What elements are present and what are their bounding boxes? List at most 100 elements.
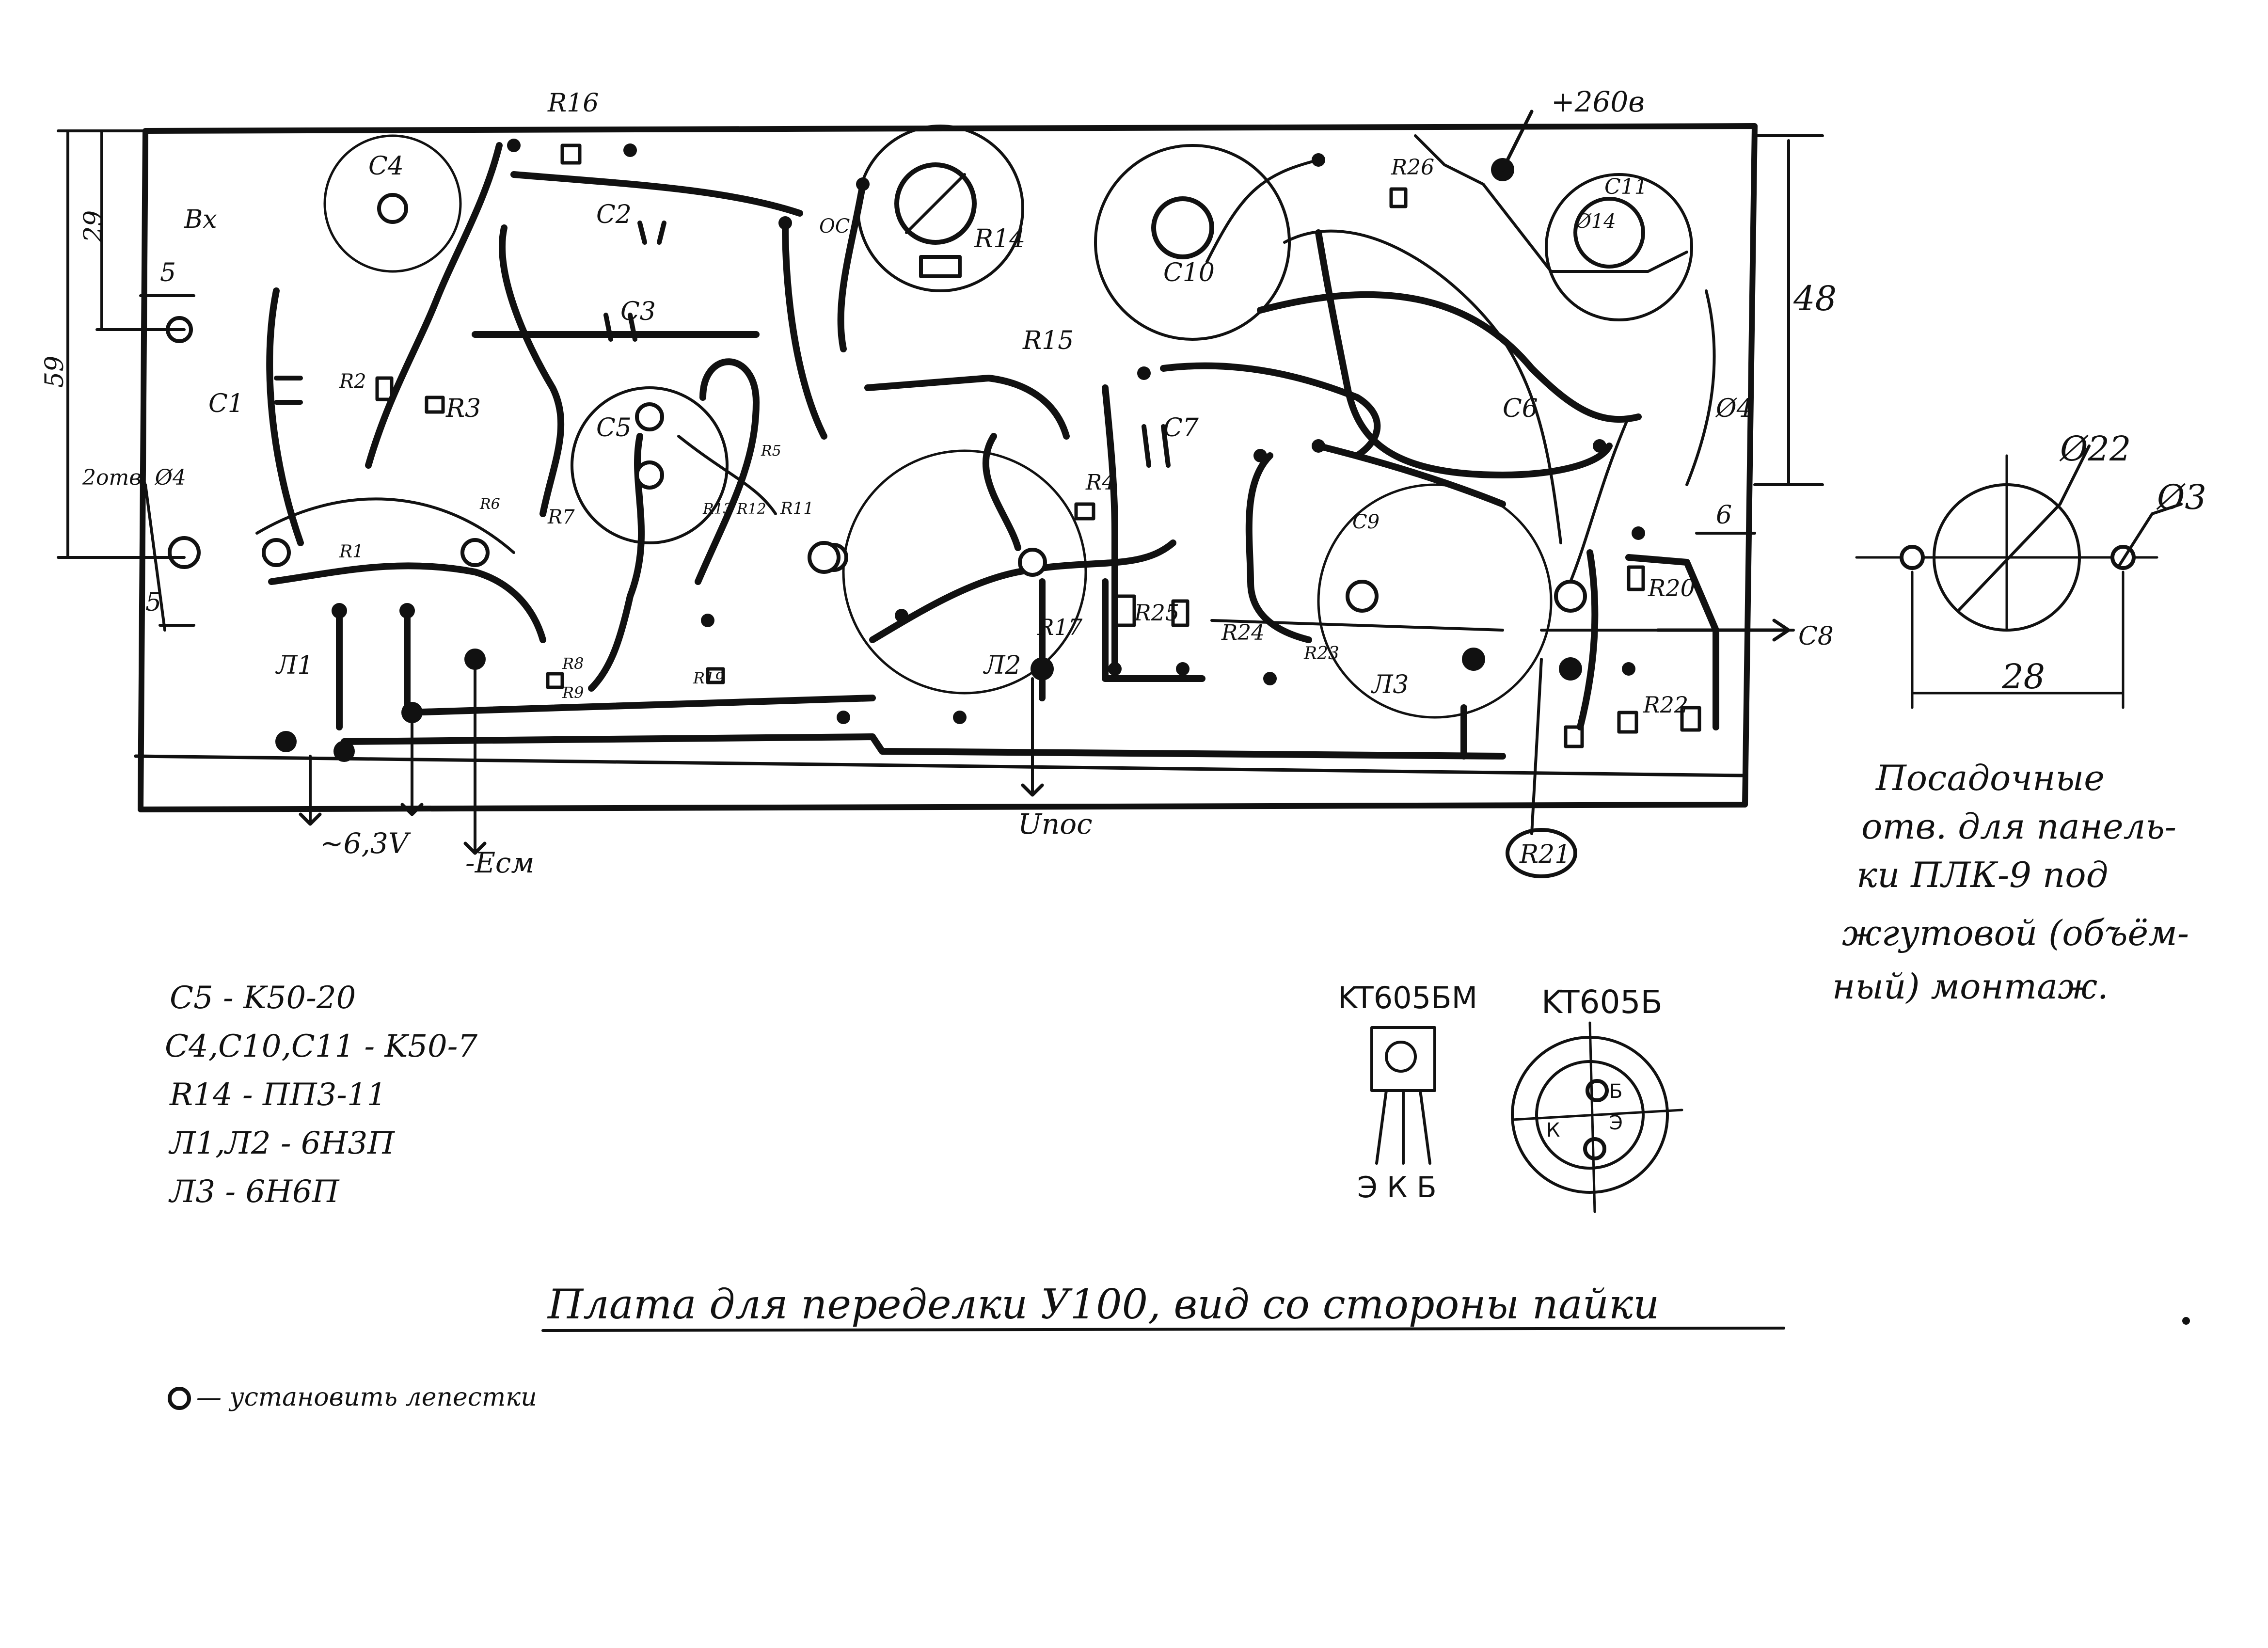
label-r1: R1 — [339, 542, 364, 562]
label-l3: Л3 — [1370, 670, 1409, 699]
parts-line: C5 - K50-20 — [170, 980, 356, 1016]
legend-symbol-icon — [168, 1387, 191, 1410]
label-c7: C7 — [1163, 413, 1199, 443]
label-r23: R23 — [1303, 644, 1339, 664]
capacitor-c11 — [1545, 173, 1693, 321]
label-r9: R9 — [562, 683, 584, 702]
label-oc: ОС — [819, 215, 850, 238]
jumper-wires — [309, 134, 1716, 855]
label-c6: C6 — [1503, 394, 1538, 423]
label-pin-e: Э — [1609, 1112, 1623, 1134]
mounting-hole-drawing — [1855, 444, 2183, 709]
dim-d4-right: Ø4 — [1715, 394, 1753, 423]
transistor-kt605bm — [1370, 1026, 1436, 1165]
label-pin-b: Б — [1609, 1080, 1622, 1103]
note-line: ный) монтаж. — [1832, 966, 2109, 1007]
terminal-arrows — [299, 110, 1791, 855]
label-vx: Вх — [184, 205, 217, 234]
parts-line: Л3 - 6Н6П — [168, 1174, 340, 1210]
label-c2: C2 — [596, 200, 632, 229]
label-r13: R13 — [702, 501, 732, 518]
label-r16: R16 — [547, 89, 599, 118]
label-c5: C5 — [596, 413, 632, 443]
label-l2: Л2 — [983, 651, 1021, 680]
label-plus260: +260в — [1551, 85, 1645, 118]
label-pin-k: К — [1546, 1119, 1560, 1141]
mount-hole-labels: Ø22 Ø3 28 — [2001, 429, 2206, 697]
label-c4: C4 — [368, 152, 404, 181]
drawing-title: Плата для переделки У100, вид со стороны… — [547, 1281, 1659, 1328]
label-r12: R12 — [736, 501, 766, 518]
terminal-labels: +260в ~6,3V -Eсм Uпос ОС — [320, 85, 1645, 879]
label-heater: ~6,3V — [320, 827, 411, 860]
label-c8: C8 — [1798, 622, 1834, 651]
label-r22: R22 — [1643, 692, 1688, 718]
note-line: отв. для панель- — [1861, 806, 2176, 847]
label-bias: -Eсм — [465, 846, 535, 879]
tube-socket-l2 — [819, 449, 1087, 695]
label-pins-bm: Э К Б — [1357, 1171, 1437, 1204]
note-line: Посадочные — [1875, 758, 2105, 798]
label-r7: R7 — [547, 506, 575, 528]
capacitor-c10 — [1094, 144, 1291, 341]
label-c10: C10 — [1163, 258, 1215, 287]
dim-29: 29 — [79, 210, 108, 243]
transistor-labels: KT605БМ KT605Б Э К Б Б Э К — [1338, 980, 1663, 1204]
label-c11: C11 — [1604, 174, 1648, 199]
label-c3: C3 — [620, 297, 656, 326]
note-line: ки ПЛК-9 под — [1856, 855, 2108, 895]
label-r24: R24 — [1221, 620, 1265, 645]
board-outline — [134, 123, 1758, 812]
label-r11: R11 — [780, 499, 814, 518]
dim-59: 59 — [40, 356, 69, 388]
dim-5-bottom: 5 — [145, 588, 161, 617]
label-r17: R17 — [1037, 614, 1083, 640]
dim-holes-left: 2отв. Ø4 — [82, 465, 186, 490]
label-d3: Ø3 — [2156, 477, 2206, 517]
label-r21: R21 — [1519, 840, 1570, 869]
label-r15: R15 — [1022, 326, 1074, 355]
dim-48: 48 — [1793, 279, 1837, 318]
dim-d14: Ø14 — [1575, 210, 1616, 233]
label-r14: R14 — [974, 224, 1025, 254]
parts-list: C5 - K50-20 C4,C10,C11 - K50-7 R14 - ПП3… — [165, 980, 477, 1210]
parts-line: R14 - ПП3-11 — [169, 1077, 386, 1113]
label-c9: C9 — [1352, 511, 1380, 533]
label-c1: C1 — [208, 389, 244, 418]
solder-pads — [166, 139, 1645, 762]
component-bodies — [274, 143, 1701, 748]
label-r5: R5 — [761, 443, 781, 460]
legend-text: — установить лепестки — [196, 1383, 537, 1412]
label-r20: R20 — [1648, 575, 1695, 602]
label-r4: R4 — [1085, 470, 1115, 495]
trimmer-r14 — [856, 125, 1024, 292]
label-kt605bm: KT605БМ — [1338, 980, 1477, 1015]
dimension-labels: 29 59 5 5 48 6 2отв. Ø4 Ø4 Ø14 — [40, 210, 1837, 617]
capacitor-c4 — [323, 134, 462, 273]
label-r25: R25 — [1134, 600, 1179, 626]
r21-outline — [1506, 828, 1577, 878]
label-feedback: Uпос — [1018, 808, 1093, 840]
dim-6: 6 — [1716, 501, 1732, 530]
tube-socket-l1 — [255, 497, 515, 567]
component-labels: R16 C4 C2 C3 C1 R2 R3 R1 R5 R6 R7 R8 R9 … — [184, 89, 1834, 869]
parts-line: Л1,Л2 - 6Н3П — [168, 1125, 395, 1161]
label-r26: R26 — [1391, 155, 1434, 180]
label-r2: R2 — [339, 370, 366, 393]
label-d28: 28 — [2001, 657, 2045, 697]
dim-5-top: 5 — [160, 258, 176, 287]
note-line: жгутовой (объём- — [1842, 913, 2189, 953]
title-underline — [541, 1327, 1785, 1332]
capacitor-c5 — [571, 386, 729, 544]
transistor-kt605b — [1511, 1021, 1683, 1213]
parts-line: C4,C10,C11 - K50-7 — [165, 1029, 477, 1064]
label-l1: Л1 — [275, 651, 313, 680]
label-r8: R8 — [562, 654, 584, 673]
mounting-note: Посадочные отв. для панель- ки ПЛК-9 под… — [1832, 758, 2189, 1007]
label-kt605b: KT605Б — [1541, 983, 1663, 1021]
label-d22: Ø22 — [2059, 429, 2131, 469]
label-r19: R19 — [693, 669, 725, 687]
label-r3: R3 — [445, 394, 481, 423]
label-r6: R6 — [479, 496, 500, 513]
